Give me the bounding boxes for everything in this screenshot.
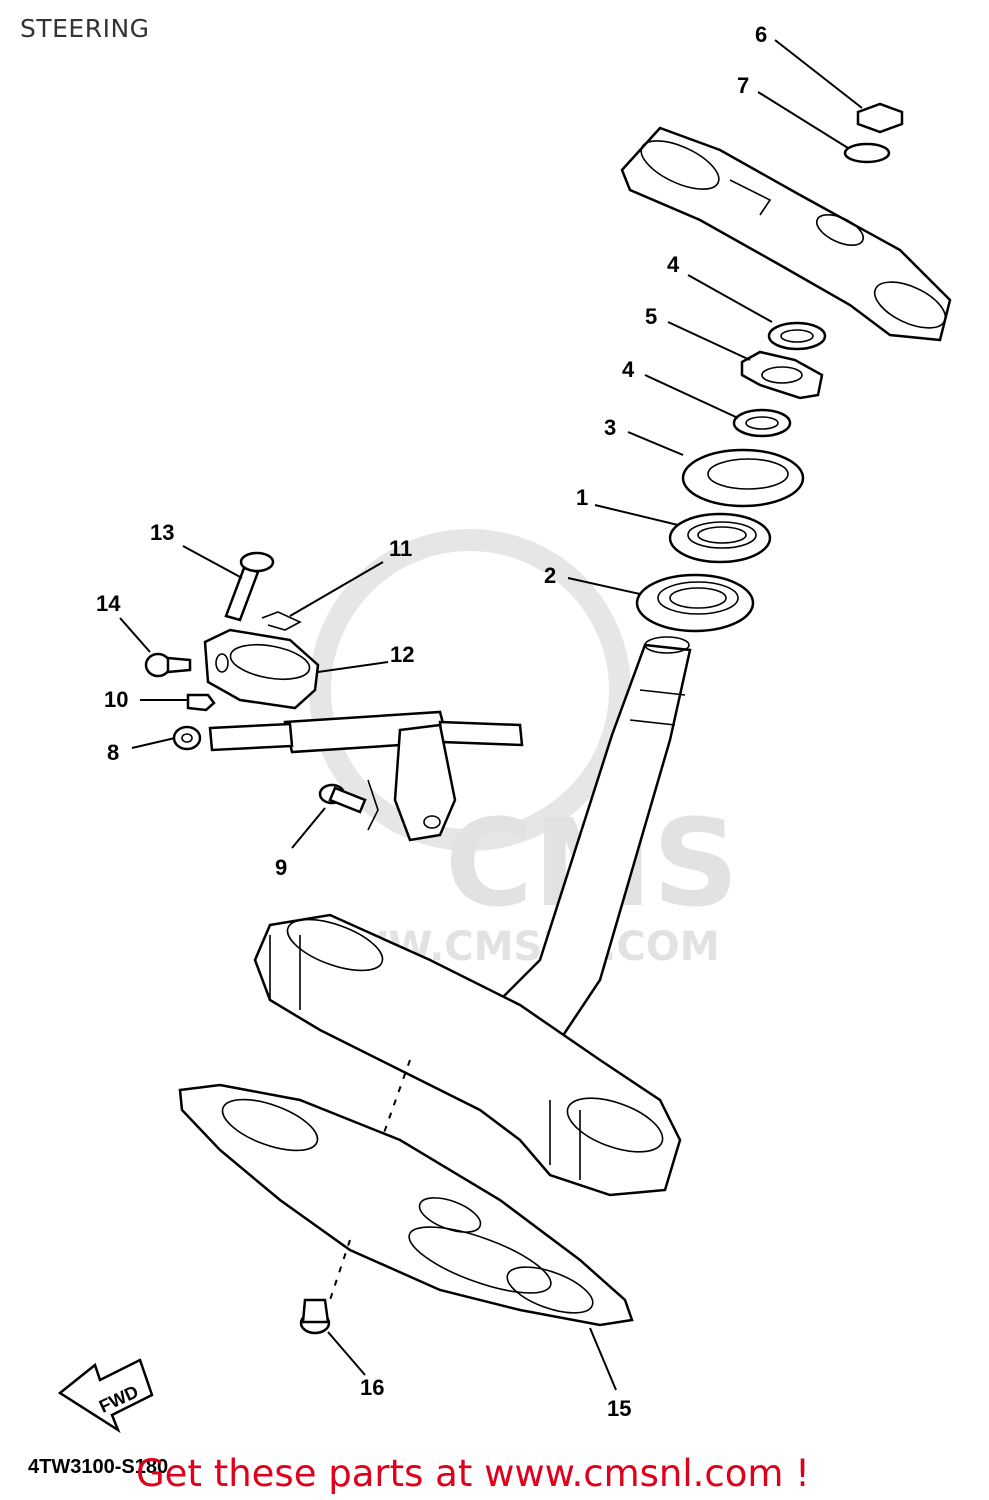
part-4-washer-upper — [767, 321, 827, 351]
part-8-rod-end — [172, 725, 202, 751]
upper-bracket — [620, 126, 952, 342]
page-title: STEERING — [20, 14, 150, 43]
part-label-2: 2 — [544, 563, 556, 588]
part-6-nut — [856, 102, 904, 134]
part-label-10: 10 — [104, 687, 128, 712]
part-labels: 1 2 3 4 4 5 6 7 8 9 10 11 12 13 14 15 16 — [96, 22, 767, 1421]
part-label-13: 13 — [150, 520, 174, 545]
part-5-ring-nut — [740, 350, 824, 400]
part-11-clip — [261, 611, 302, 631]
part-9-bolt — [318, 779, 379, 831]
part-label-3: 3 — [604, 415, 616, 440]
part-7-washer — [843, 142, 891, 164]
steering-damper — [208, 710, 524, 842]
fwd-arrow-icon: FWD — [57, 1358, 154, 1434]
part-label-9: 9 — [275, 855, 287, 880]
leader-lines — [119, 39, 863, 1391]
part-label-4-upper: 4 — [667, 252, 680, 277]
part-12-clamp — [203, 628, 320, 710]
part-label-4-lower: 4 — [622, 357, 635, 382]
under-bracket — [253, 636, 692, 1201]
part-10-nut — [186, 693, 216, 712]
part-15-cover-plate — [178, 1083, 634, 1327]
part-label-6: 6 — [755, 22, 767, 47]
part-13-pin — [224, 551, 275, 622]
part-label-11: 11 — [389, 536, 412, 561]
part-label-12: 12 — [390, 642, 414, 667]
part-label-16: 16 — [360, 1375, 384, 1400]
part-2-bearing — [635, 573, 755, 633]
part-1-bearing — [668, 512, 772, 564]
part-label-1: 1 — [576, 485, 588, 510]
part-3-cover — [681, 448, 805, 508]
diagram-code: 4TW3100-S180 — [28, 1456, 169, 1478]
part-14-bolt — [144, 652, 192, 678]
part-label-7: 7 — [737, 73, 749, 98]
part-label-5: 5 — [645, 304, 657, 329]
part-16-bolt — [299, 1298, 331, 1335]
part-label-14: 14 — [96, 591, 121, 616]
promo-link[interactable]: Get these parts at www.cmsnl.com ! — [136, 1452, 811, 1495]
part-4-washer-lower — [732, 408, 792, 438]
part-label-15: 15 — [607, 1396, 631, 1421]
part-label-8: 8 — [107, 740, 119, 765]
